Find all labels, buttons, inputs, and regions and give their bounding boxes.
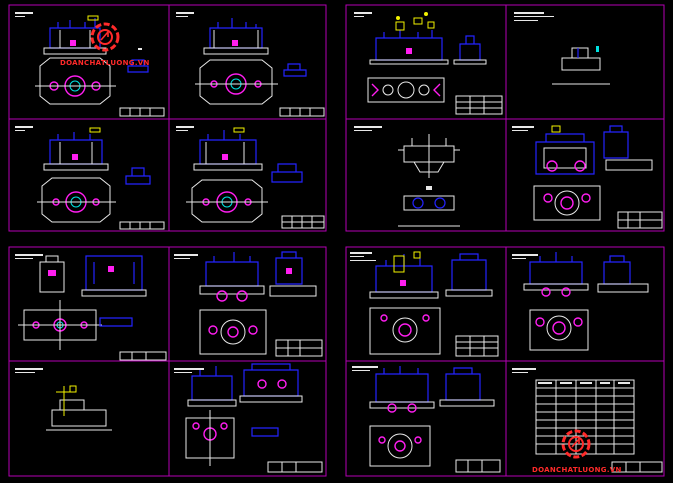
drawing-panel [15, 126, 165, 230]
drawing-panel [512, 368, 663, 473]
sheet-bottom-right [345, 246, 665, 477]
drawing-panel [354, 126, 460, 227]
drawing-panel [350, 251, 499, 357]
drawing-panel [512, 125, 663, 229]
drawing-panel [15, 12, 165, 117]
watermark-logo-top: DOANCHATLUONG.VN [60, 22, 150, 67]
drawing-panel [176, 12, 325, 117]
drawing-panel [15, 254, 167, 361]
drawing-panel [174, 363, 323, 473]
sheet-top-right [345, 4, 665, 232]
drawing-panel [354, 12, 503, 115]
drawing-panel [176, 126, 325, 229]
watermark-logo-bottom: DOANCHATLUONG.VN [532, 429, 622, 474]
watermark-text: DOANCHATLUONG.VN [532, 466, 622, 474]
drawing-panel [15, 368, 112, 431]
drawing-panel [174, 251, 323, 357]
sheet-top-left [8, 4, 327, 232]
drawing-panel [352, 366, 501, 473]
company-logo-icon [561, 429, 591, 459]
watermark-text: DOANCHATLUONG.VN [60, 59, 150, 67]
drawing-panel [514, 12, 610, 85]
drawing-panel [512, 252, 649, 351]
sheet-bottom-left [8, 246, 327, 477]
company-logo-icon [90, 22, 120, 52]
